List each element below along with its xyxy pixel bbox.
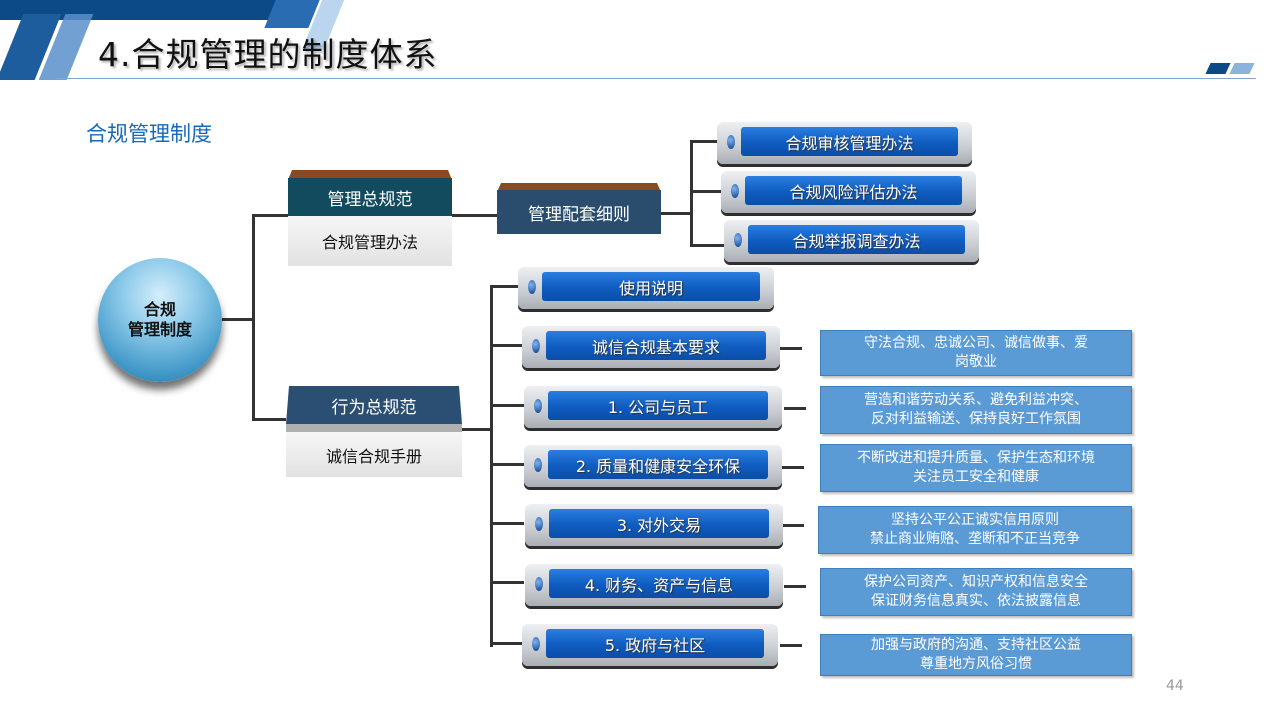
bullet-icon — [734, 233, 742, 247]
page-number: 44 — [1166, 678, 1184, 694]
corner-decor-dark — [1205, 63, 1231, 74]
corner-decor-light — [1229, 63, 1255, 74]
conduct-item-label: 2. 质量和健康安全环保 — [548, 450, 768, 479]
management-header-cap — [288, 170, 452, 180]
header-divider — [56, 78, 1256, 79]
conduct-item[interactable]: 5. 政府与社区 — [522, 624, 778, 666]
conduct-item[interactable]: 3. 对外交易 — [525, 504, 783, 546]
conduct-item-label: 4. 财务、资产与信息 — [549, 569, 769, 598]
conduct-item-label: 使用说明 — [542, 272, 760, 301]
conduct-item[interactable]: 使用说明 — [518, 267, 774, 309]
conduct-item-label: 1. 公司与员工 — [548, 391, 768, 420]
root-label: 合规 管理制度 — [127, 300, 192, 339]
management-item[interactable]: 合规举报调查办法 — [724, 220, 979, 262]
bullet-icon — [534, 399, 542, 413]
conduct-divider — [286, 424, 462, 432]
management-item[interactable]: 合规风险评估办法 — [721, 171, 976, 213]
conduct-body[interactable]: 诚信合规手册 — [286, 432, 462, 477]
conduct-item[interactable]: 2. 质量和健康安全环保 — [524, 445, 782, 487]
conduct-item-label: 诚信合规基本要求 — [546, 331, 766, 360]
management-body[interactable]: 合规管理办法 — [288, 216, 452, 266]
management-item-label: 合规风险评估办法 — [745, 176, 962, 205]
conduct-item[interactable]: 1. 公司与员工 — [524, 386, 782, 428]
description-box: 保护公司资产、知识产权和信息安全 保证财务信息真实、依法披露信息 — [820, 568, 1132, 616]
bullet-icon — [532, 637, 540, 651]
bullet-icon — [528, 280, 536, 294]
detail-cap — [497, 183, 661, 192]
bullet-icon — [532, 339, 540, 353]
conduct-header[interactable]: 行为总规范 — [286, 386, 462, 424]
page-title: 4.合规管理的制度体系 — [98, 35, 438, 74]
bullet-icon — [534, 458, 542, 472]
bullet-icon — [731, 184, 739, 198]
description-box: 营造和谐劳动关系、避免利益冲突、 反对利益输送、保持良好工作氛围 — [820, 386, 1132, 434]
root-node[interactable]: 合规 管理制度 — [98, 258, 222, 382]
bullet-icon — [727, 135, 735, 149]
management-item-label: 合规举报调查办法 — [748, 225, 965, 254]
bullet-icon — [535, 577, 543, 591]
description-box: 坚持公平公正诚实信用原则 禁止商业贿赂、垄断和不正当竞争 — [818, 506, 1132, 554]
management-header[interactable]: 管理总规范 — [288, 178, 452, 216]
management-item-label: 合规审核管理办法 — [741, 127, 958, 156]
management-detail[interactable]: 管理配套细则 — [497, 190, 661, 234]
description-box: 守法合规、忠诚公司、诚信做事、爱 岗敬业 — [820, 330, 1132, 376]
section-title: 合规管理制度 — [86, 122, 212, 146]
management-item[interactable]: 合规审核管理办法 — [717, 122, 972, 164]
description-box: 加强与政府的沟通、支持社区公益 尊重地方风俗习惯 — [820, 634, 1132, 676]
conduct-item[interactable]: 4. 财务、资产与信息 — [525, 564, 783, 606]
bullet-icon — [535, 517, 543, 531]
description-box: 不断改进和提升质量、保护生态和环境 关注员工安全和健康 — [820, 444, 1132, 492]
conduct-item-label: 3. 对外交易 — [549, 509, 769, 538]
conduct-item-label: 5. 政府与社区 — [546, 629, 764, 658]
conduct-item[interactable]: 诚信合规基本要求 — [522, 326, 780, 368]
